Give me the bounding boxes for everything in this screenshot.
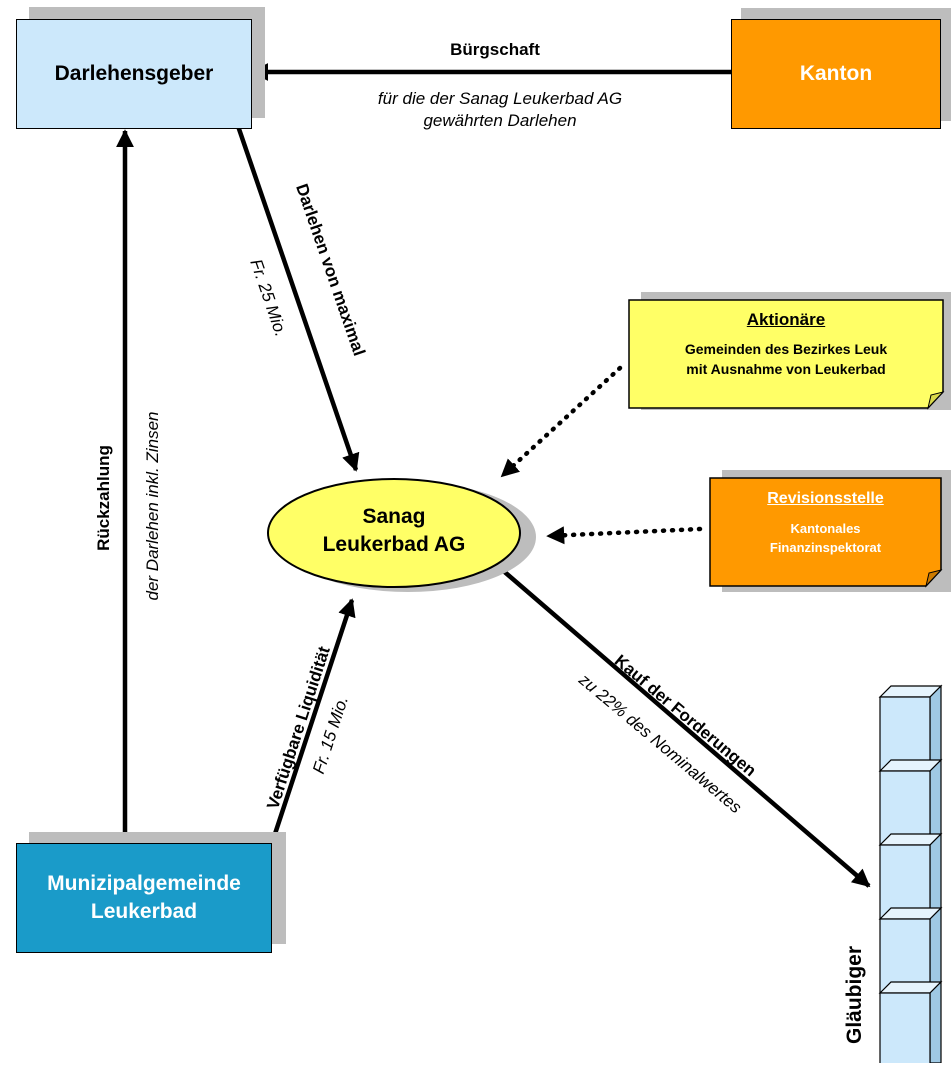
aktionaere-text: Aktionäre Gemeinden des Bezirkes Leuk mi… <box>629 310 943 379</box>
darlehensgeber-label: Darlehensgeber <box>54 62 214 85</box>
kanton-label: Kanton <box>799 62 873 85</box>
dotted-arrow-revisionsstelle <box>545 526 703 545</box>
buergschaft-sub-2: gewährten Darlehen <box>423 111 577 131</box>
buergschaft-label: Bürgschaft <box>450 40 540 59</box>
sanag-label-1: Sanag <box>362 505 426 528</box>
aktionaere-title: Aktionäre <box>746 310 826 329</box>
dotted-arrow-aktionaere <box>499 365 623 479</box>
rueckzahlung-label: Rückzahlung <box>94 445 113 551</box>
sanag-label-2: Leukerbad AG <box>322 533 466 557</box>
arrow-kauf <box>498 566 871 888</box>
darlehensgeber-box: Darlehensgeber <box>16 19 252 129</box>
revisionsstelle-line-1: Kantonales <box>790 521 861 536</box>
glaeubiger-stack <box>878 684 943 1063</box>
aktionaere-line-1: Gemeinden des Bezirkes Leuk <box>684 341 888 357</box>
sanag-ellipse <box>267 478 521 588</box>
arrow-liquiditaet <box>269 598 356 844</box>
sanag-label: Sanag Leukerbad AG <box>274 503 514 560</box>
buergschaft-sub: für die der Sanag Leukerbad AG gewährten… <box>300 88 700 132</box>
glaeubiger-label: Gläubiger <box>843 945 866 1045</box>
arrow-darlehen <box>235 125 360 472</box>
gemeinde-label-1: Munizipalgemeinde <box>47 871 241 895</box>
kanton-box: Kanton <box>731 19 941 129</box>
revisionsstelle-text: Revisionsstelle Kantonales Finanzinspekt… <box>710 490 941 558</box>
rueckzahlung-sub: der Darlehen inkl. Zinsen <box>143 411 162 601</box>
buergschaft-sub-1: für die der Sanag Leukerbad AG <box>377 89 623 108</box>
gemeinde-label-2: Leukerbad <box>90 900 198 923</box>
revisionsstelle-line-2: Finanzinspektorat <box>769 539 882 555</box>
revisionsstelle-title: Revisionsstelle <box>767 490 884 507</box>
gemeinde-box: Munizipalgemeinde Leukerbad <box>16 843 272 953</box>
aktionaere-line-2: mit Ausnahme von Leukerbad <box>686 360 886 377</box>
